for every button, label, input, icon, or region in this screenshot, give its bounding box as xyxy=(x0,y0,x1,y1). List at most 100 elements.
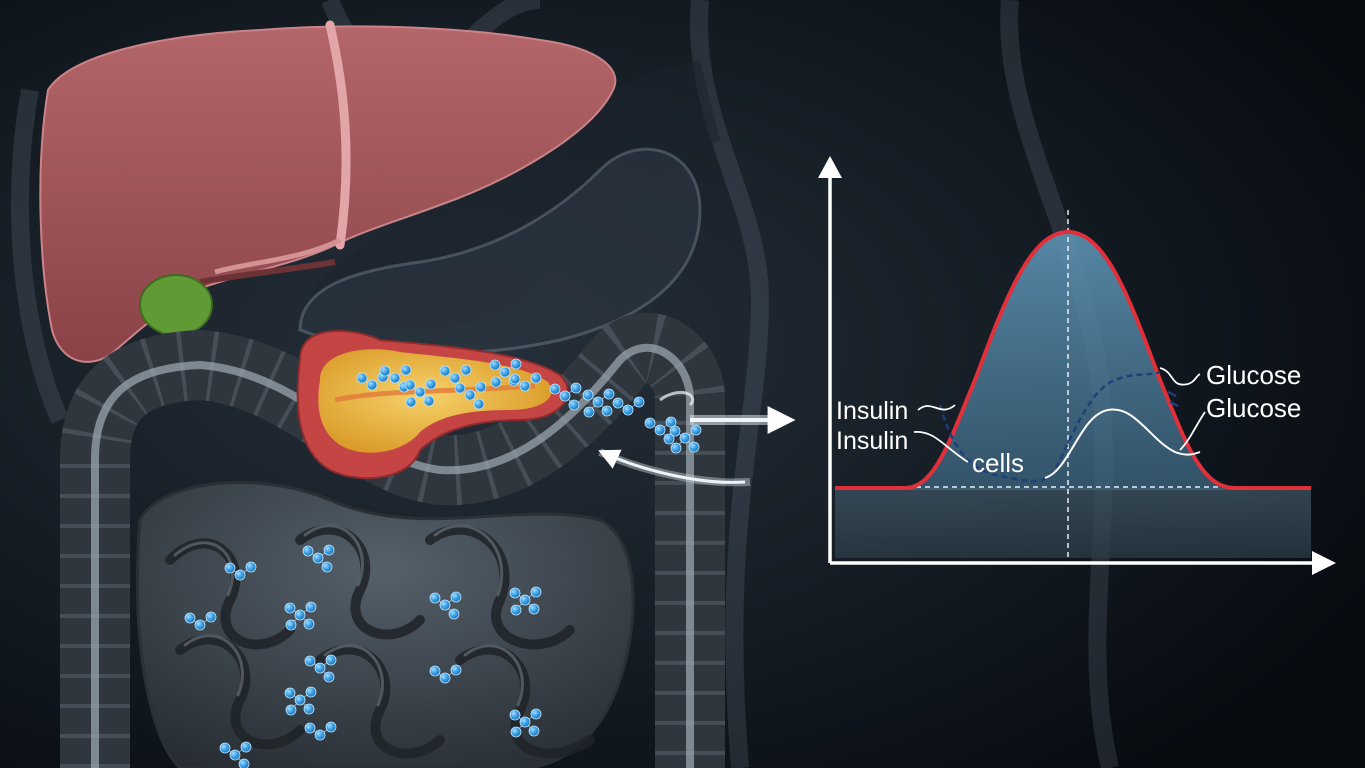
molecule-cluster xyxy=(284,686,317,716)
molecule xyxy=(439,365,451,377)
molecule xyxy=(234,569,246,581)
molecule xyxy=(325,721,337,733)
molecule xyxy=(304,655,316,667)
molecule-cluster xyxy=(644,416,677,445)
insulin-upper-leader xyxy=(917,404,956,411)
molecule xyxy=(405,396,417,408)
y-axis-arrow xyxy=(818,156,842,178)
molecule xyxy=(323,671,335,683)
molecule xyxy=(423,395,435,407)
molecule xyxy=(284,687,296,699)
molecule xyxy=(592,396,604,408)
molecule xyxy=(510,604,522,616)
molecule xyxy=(559,390,571,402)
molecule-cluster xyxy=(669,424,702,454)
molecule xyxy=(303,618,315,630)
molecule xyxy=(603,388,615,400)
insulin-lower-leader xyxy=(913,431,969,463)
insulin-dashed-curve xyxy=(938,370,1161,483)
molecule-cluster xyxy=(302,544,335,573)
molecule xyxy=(519,594,531,606)
molecule xyxy=(240,741,252,753)
molecule-cluster xyxy=(219,741,252,768)
molecule xyxy=(305,686,317,698)
molecule xyxy=(489,359,501,371)
molecule xyxy=(570,382,582,394)
molecule-cluster xyxy=(549,382,582,411)
molecule xyxy=(429,592,441,604)
molecule xyxy=(429,665,441,677)
molecule-cluster xyxy=(612,396,645,416)
molecule xyxy=(245,561,257,573)
molecule xyxy=(622,404,634,416)
molecule xyxy=(366,379,378,391)
molecule xyxy=(238,758,250,768)
x-axis-arrow xyxy=(1312,551,1336,575)
molecule xyxy=(670,442,682,454)
molecule xyxy=(568,399,580,411)
molecule xyxy=(601,405,613,417)
molecule-cluster xyxy=(454,381,487,410)
cells-label: cells xyxy=(972,448,1024,478)
flow-arrows xyxy=(598,390,796,487)
molecule xyxy=(454,382,466,394)
molecule xyxy=(285,704,297,716)
molecule xyxy=(323,544,335,556)
molecule xyxy=(510,358,522,370)
molecule xyxy=(379,365,391,377)
molecule xyxy=(439,599,451,611)
molecule-cluster xyxy=(356,371,389,391)
molecule xyxy=(509,373,521,385)
double-arrow-right-icon xyxy=(659,390,796,434)
gallbladder xyxy=(139,274,213,336)
molecule xyxy=(519,380,531,392)
molecule xyxy=(400,364,412,376)
molecule xyxy=(460,364,472,376)
molecule-cluster xyxy=(184,611,217,631)
molecule-cluster xyxy=(582,388,615,418)
molecule xyxy=(530,372,542,384)
molecule-cluster xyxy=(224,561,257,581)
molecule xyxy=(294,609,306,621)
molecule xyxy=(679,432,691,444)
glucose-lower-leader xyxy=(1179,411,1206,451)
stomach xyxy=(298,147,702,355)
glucose-insulin-graph: Insulin Insulin cells Glucose Glucose xyxy=(818,156,1336,575)
molecule xyxy=(184,612,196,624)
molecule xyxy=(219,742,231,754)
molecule xyxy=(284,602,296,614)
molecule xyxy=(285,619,297,631)
molecule xyxy=(450,664,462,676)
molecule xyxy=(669,425,681,437)
molecule xyxy=(321,561,333,573)
molecule-cluster xyxy=(404,378,437,408)
molecule-cluster xyxy=(439,364,472,384)
molecule xyxy=(305,601,317,613)
molecule xyxy=(473,398,485,410)
molecule-cluster xyxy=(509,586,542,616)
molecule xyxy=(530,708,542,720)
molecule xyxy=(294,694,306,706)
molecule-cluster xyxy=(284,601,317,631)
molecule xyxy=(582,389,594,401)
molecule xyxy=(404,379,416,391)
glucose-upper-leader xyxy=(1159,367,1201,386)
molecule xyxy=(654,424,666,436)
molecule-cluster xyxy=(509,708,542,738)
glucose-molecules xyxy=(184,358,702,768)
molecule xyxy=(303,703,315,715)
molecule xyxy=(449,372,461,384)
molecule xyxy=(464,389,476,401)
molecule xyxy=(304,722,316,734)
molecule xyxy=(312,552,324,564)
molecule xyxy=(448,608,460,620)
molecule xyxy=(665,416,677,428)
molecule-cluster xyxy=(304,721,337,741)
glucose-curve-area xyxy=(835,232,1311,490)
molecule xyxy=(475,381,487,393)
molecule-cluster xyxy=(429,591,462,620)
molecule xyxy=(205,611,217,623)
molecule xyxy=(530,586,542,598)
molecule xyxy=(519,716,531,728)
molecule xyxy=(612,397,624,409)
